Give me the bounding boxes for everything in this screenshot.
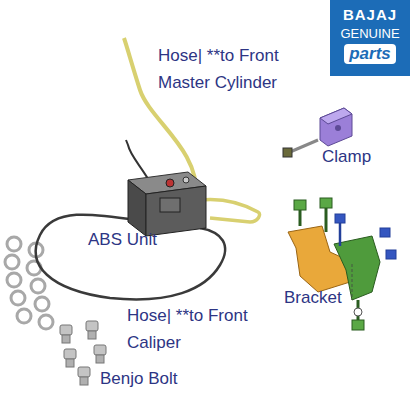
- logo-line: parts: [334, 42, 406, 64]
- part-label: Hose| **to Front Caliper: [127, 302, 249, 356]
- banjo-bolts: [60, 321, 106, 385]
- bracket-part: [288, 198, 396, 330]
- logo-line: BAJAJ: [334, 6, 406, 24]
- logo-line: GENUINE: [334, 24, 406, 42]
- logo-text: BAJAJ: [343, 6, 397, 23]
- abs-unit: [128, 172, 206, 236]
- part-label: Hose| **to Front Master Cylinder: [158, 42, 323, 96]
- logo-text: GENUINE: [340, 26, 399, 41]
- part-label: Bracket: [284, 284, 374, 311]
- sensor-wire: [126, 140, 150, 182]
- part-label: Clamp: [322, 143, 402, 170]
- logo-text: parts: [344, 44, 396, 64]
- brand-logo: BAJAJ GENUINE parts: [330, 0, 410, 76]
- part-label: Benjo Bolt: [100, 365, 210, 392]
- master-cylinder-hose-2: [200, 200, 260, 223]
- washer-set: [5, 237, 53, 329]
- part-label: ABS Unit: [88, 226, 188, 253]
